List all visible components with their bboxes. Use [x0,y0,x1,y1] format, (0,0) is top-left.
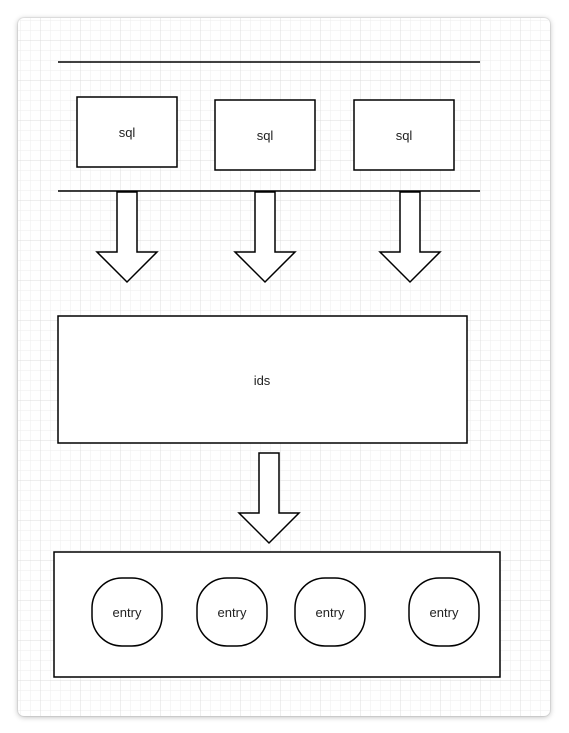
entry-node-3-label: entry [316,605,345,620]
entry-node-1[interactable]: entry [91,577,163,647]
sql-box-2-label: sql [257,128,274,143]
entry-node-2[interactable]: entry [196,577,268,647]
entry-node-1-label: entry [113,605,142,620]
entry-node-3[interactable]: entry [294,577,366,647]
entry-node-2-label: entry [218,605,247,620]
sql-box-3[interactable]: sql [353,99,455,171]
arrow-down-1 [95,191,159,284]
arrow-down-2 [233,191,297,284]
sql-box-1[interactable]: sql [76,96,178,168]
arrow-down-3 [378,191,442,284]
sql-box-1-label: sql [119,125,136,140]
sql-box-3-label: sql [396,128,413,143]
entry-node-4[interactable]: entry [408,577,480,647]
ids-box-label: ids [254,373,271,388]
arrow-down-4 [237,452,301,545]
entry-node-4-label: entry [430,605,459,620]
sql-box-2[interactable]: sql [214,99,316,171]
ids-box[interactable]: ids [57,315,468,444]
